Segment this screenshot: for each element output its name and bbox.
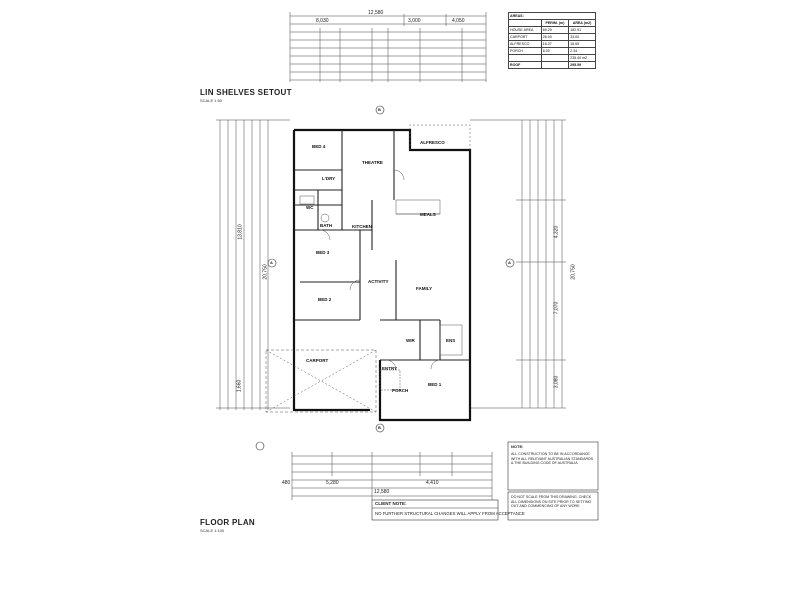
room-alfresco: ALFRESCO [420, 140, 445, 145]
setout-title: LIN SHELVES SETOUT [200, 88, 292, 97]
setout-scale: SCALE 1:50 [200, 98, 223, 103]
room-theatre: THEATRE [362, 160, 383, 165]
client-note-title: CLIENT NOTE: [375, 501, 407, 506]
section-marker-a-right: A [508, 260, 511, 265]
room-meals: MEALS [420, 212, 436, 217]
floor-plan-title: FLOOR PLAN [200, 518, 255, 527]
dim-overall-depth: 20,750 [262, 264, 269, 280]
room-ens: ENS [446, 338, 456, 343]
room-wc: WC [306, 205, 314, 210]
dim-bottom-overall: 12,580 [374, 489, 390, 495]
room-laundry: L'DRY [322, 176, 336, 181]
room-bed-2: BED 2 [318, 297, 332, 302]
room-bed-4: BED 4 [312, 144, 326, 149]
note-item-2: DO NOT SCALE FROM THIS DRAWING. CHECK AL… [511, 495, 592, 509]
notes-title: NOTE: [511, 444, 524, 449]
areas-cell [540, 61, 570, 69]
setout-seg-3: 4,050 [452, 18, 465, 24]
section-marker-a-left: A [270, 260, 273, 265]
dim-left-upper: 13,810 [237, 224, 244, 240]
section-marker-b-top: B [378, 107, 381, 112]
setout-overall-dim: 12,580 [368, 10, 384, 16]
dim-right-mid: 4,320 [553, 225, 560, 239]
note-item-1: ALL CONSTRUCTION TO BE IN ACCORDANCE WIT… [511, 452, 594, 466]
dim-right-bottom: 3,080 [553, 375, 560, 389]
room-kitchen: KITCHEN [352, 224, 372, 229]
setout-seg-1: 8,030 [316, 18, 329, 24]
dim-left-bottom: 1,660 [236, 379, 243, 393]
dim-bottom-left: 5,280 [326, 480, 339, 486]
room-bed-1: BED 1 [428, 382, 442, 387]
section-marker-b-bottom: B [378, 425, 381, 430]
areas-table: AREAS: PERIM. (m) AREA (m2) HOUSE AREA 6… [508, 12, 596, 69]
room-activity: ACTIVITY [368, 279, 389, 284]
room-bed-3: BED 3 [316, 250, 330, 255]
room-carport: CARPORT [306, 358, 329, 363]
table-row: ROOF 295.59 [508, 61, 596, 69]
dim-right-lower: 7,070 [553, 301, 560, 315]
room-porch: PORCH [392, 388, 409, 393]
dim-right-overall: 20,750 [570, 264, 577, 280]
client-note-text: NO FURTHER STRUCTURAL CHANGES WILL APPLY… [375, 511, 525, 516]
room-bath: BATH [320, 223, 333, 228]
floor-plan-scale: SCALE 1:100 [200, 528, 225, 533]
room-family: FAMILY [416, 286, 433, 291]
room-wir: WIR [406, 338, 415, 343]
room-entry: ENTRY [382, 366, 398, 371]
setout-seg-2: 3,000 [408, 18, 421, 24]
dim-bottom-right: 4,410 [426, 480, 439, 486]
dim-bottom-edge: 480 [282, 480, 291, 486]
areas-cell: 295.59 [568, 61, 596, 69]
